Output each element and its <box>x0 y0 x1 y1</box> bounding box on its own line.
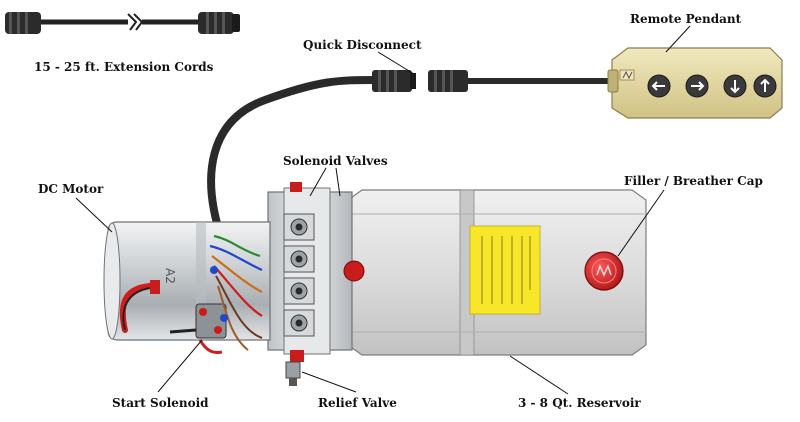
solenoid-valve-2 <box>283 245 315 273</box>
arrow-up-icon <box>760 78 770 92</box>
label-filler-cap: Filler / Breather Cap <box>624 174 763 188</box>
leader-solenoid-valves-1 <box>309 167 327 197</box>
leader-remote-pendant <box>665 25 691 53</box>
arrow-left-icon <box>651 81 665 91</box>
leader-lines <box>75 25 691 395</box>
label-solenoid-valves: Solenoid Valves <box>283 154 388 168</box>
warning-label <box>469 225 541 315</box>
solenoid-valve-1 <box>283 213 315 241</box>
extension-cord <box>5 12 240 34</box>
pendant-logo <box>619 69 635 81</box>
leader-filler-cap <box>617 189 665 257</box>
label-quick-disconnect: Quick Disconnect <box>303 38 422 52</box>
label-remote-pendant: Remote Pendant <box>630 12 742 26</box>
quick-disconnect-connector <box>372 70 468 92</box>
leader-solenoid-valves-2 <box>335 167 341 197</box>
cord-plug-left <box>5 12 41 34</box>
cord-plug-right <box>198 12 240 34</box>
label-reservoir: 3 - 8 Qt. Reservoir <box>518 396 641 410</box>
reservoir-tank <box>347 189 647 356</box>
pendant-button-left <box>647 74 671 98</box>
leader-relief-valve <box>301 371 357 393</box>
label-extension-cords: 15 - 25 ft. Extension Cords <box>34 60 214 74</box>
relief-valve <box>285 361 301 386</box>
leader-reservoir <box>509 355 569 395</box>
solenoid-valve-4 <box>283 309 315 337</box>
control-cable <box>207 76 379 244</box>
start-solenoid <box>119 280 227 339</box>
pendant-button-down <box>723 74 747 98</box>
arrow-down-icon <box>730 80 740 94</box>
port-plug <box>343 260 365 282</box>
remote-pendant <box>607 47 783 119</box>
dc-motor: A2 <box>103 221 271 341</box>
solenoid-valve-3 <box>283 277 315 305</box>
arrow-right-icon <box>691 81 705 91</box>
leader-start-solenoid <box>157 339 203 393</box>
solenoid-valve-block <box>267 182 365 386</box>
pendant-button-up <box>753 74 777 98</box>
leader-quick-disconnect <box>377 51 415 75</box>
wire-harness <box>198 234 263 354</box>
label-start-solenoid: Start Solenoid <box>112 396 209 410</box>
pendant-button-right <box>685 74 709 98</box>
label-relief-valve: Relief Valve <box>318 396 397 410</box>
label-dc-motor: DC Motor <box>38 182 104 196</box>
leader-dc-motor <box>75 197 113 233</box>
motor-text: A2 <box>163 268 177 284</box>
filler-breather-cap <box>584 251 624 291</box>
